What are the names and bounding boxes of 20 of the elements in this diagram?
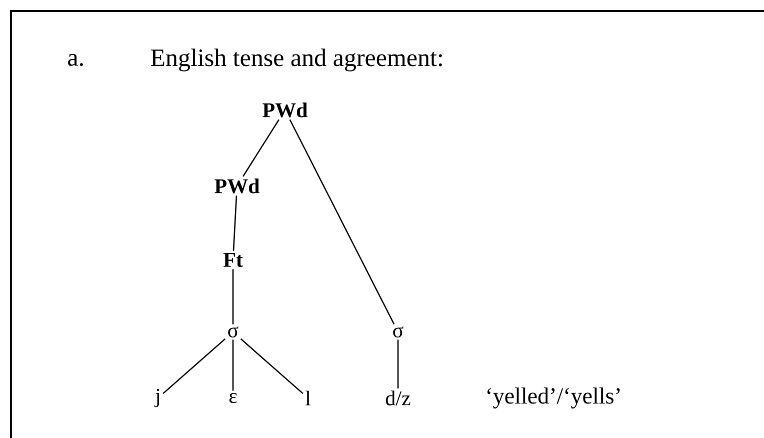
segment-label: ε — [229, 392, 237, 404]
segment-label: j — [154, 388, 160, 408]
tree-label: PWd — [214, 178, 260, 194]
branch-line — [289, 119, 395, 325]
branch-line — [232, 340, 234, 391]
syllable-symbol: σ — [393, 326, 404, 338]
segment-label: d/z — [386, 390, 410, 406]
branch-line — [397, 340, 399, 388]
branch-line — [242, 119, 280, 177]
tree-label: PWd — [262, 102, 308, 118]
segment-label: l — [306, 390, 310, 406]
heading: English tense and agreement: — [150, 48, 442, 72]
tree-label: Ft — [223, 253, 243, 267]
branch-line — [232, 269, 234, 324]
item-letter: a. — [68, 54, 83, 66]
branch-line — [162, 338, 226, 394]
branch-line — [240, 338, 304, 394]
branch-line — [232, 196, 238, 251]
gloss-text: ‘yelled’/‘yells’ — [487, 388, 620, 408]
syllable-symbol: σ — [228, 326, 238, 338]
